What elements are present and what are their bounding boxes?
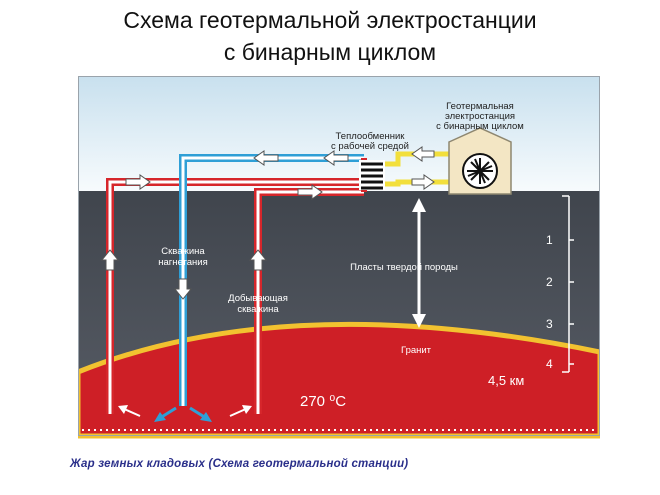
arrow-right-top-2 [297,184,323,200]
depth-scale [562,195,574,373]
arrow-up-right-well [248,249,268,271]
diagram-title-line-1: Схема геотермальной электростанции [123,7,537,33]
turbine-icon [467,158,493,184]
station-label-line-2: электростанция [445,111,515,122]
arrow-up-left-well [100,249,120,271]
arrow-left-fluid [411,146,435,162]
depth-tick-2: 2 [546,275,553,289]
production-well-label-line-1: Добывающая [228,293,288,304]
figure-caption: Жар земных кладовых (Схема геотермальной… [70,458,409,470]
exchanger-label-line-1: Теплообменник [336,131,406,142]
depth-tick-4: 4 [546,357,553,371]
injection-well-label-line-2: нагнетания [158,257,207,268]
arrow-left-injection-1 [253,150,279,166]
flow-arrows [100,146,435,300]
geothermal-scene: 1 2 3 4 4,5 км Геотермальная электростан… [78,76,600,439]
station-label-line-1: Геотермальная [446,101,514,112]
temperature-label: 270 ⁰C [300,393,346,410]
scene-frame [78,76,600,436]
depth-max-label: 4,5 км [488,373,524,388]
production-pipe [106,178,364,414]
arrow-right-top-1 [125,174,151,190]
arrow-down-injection [173,278,193,300]
granite-dome [78,321,600,439]
power-plant-building [448,127,512,195]
rock-thickness-arrow [412,198,426,328]
rock-label: Пласты твердой породы [350,262,458,273]
arrow-left-injection-2 [323,150,349,166]
depth-tick-3: 3 [546,317,553,331]
arrow-right-fluid [411,174,435,190]
depth-tick-1: 1 [546,233,553,247]
exchanger-label-line-2: с рабочей средой [331,141,409,152]
fracture-arrows [118,405,252,422]
heat-exchanger [359,160,385,190]
production-well-label-line-2: скважина [237,304,279,315]
diagram-title-line-2: с бинарным циклом [223,39,437,65]
granite-label: Гранит [401,345,432,356]
injection-well-label-line-1: Скважина [161,246,205,257]
sky [78,76,600,191]
station-label-line-3: с бинарным циклом [436,121,524,132]
